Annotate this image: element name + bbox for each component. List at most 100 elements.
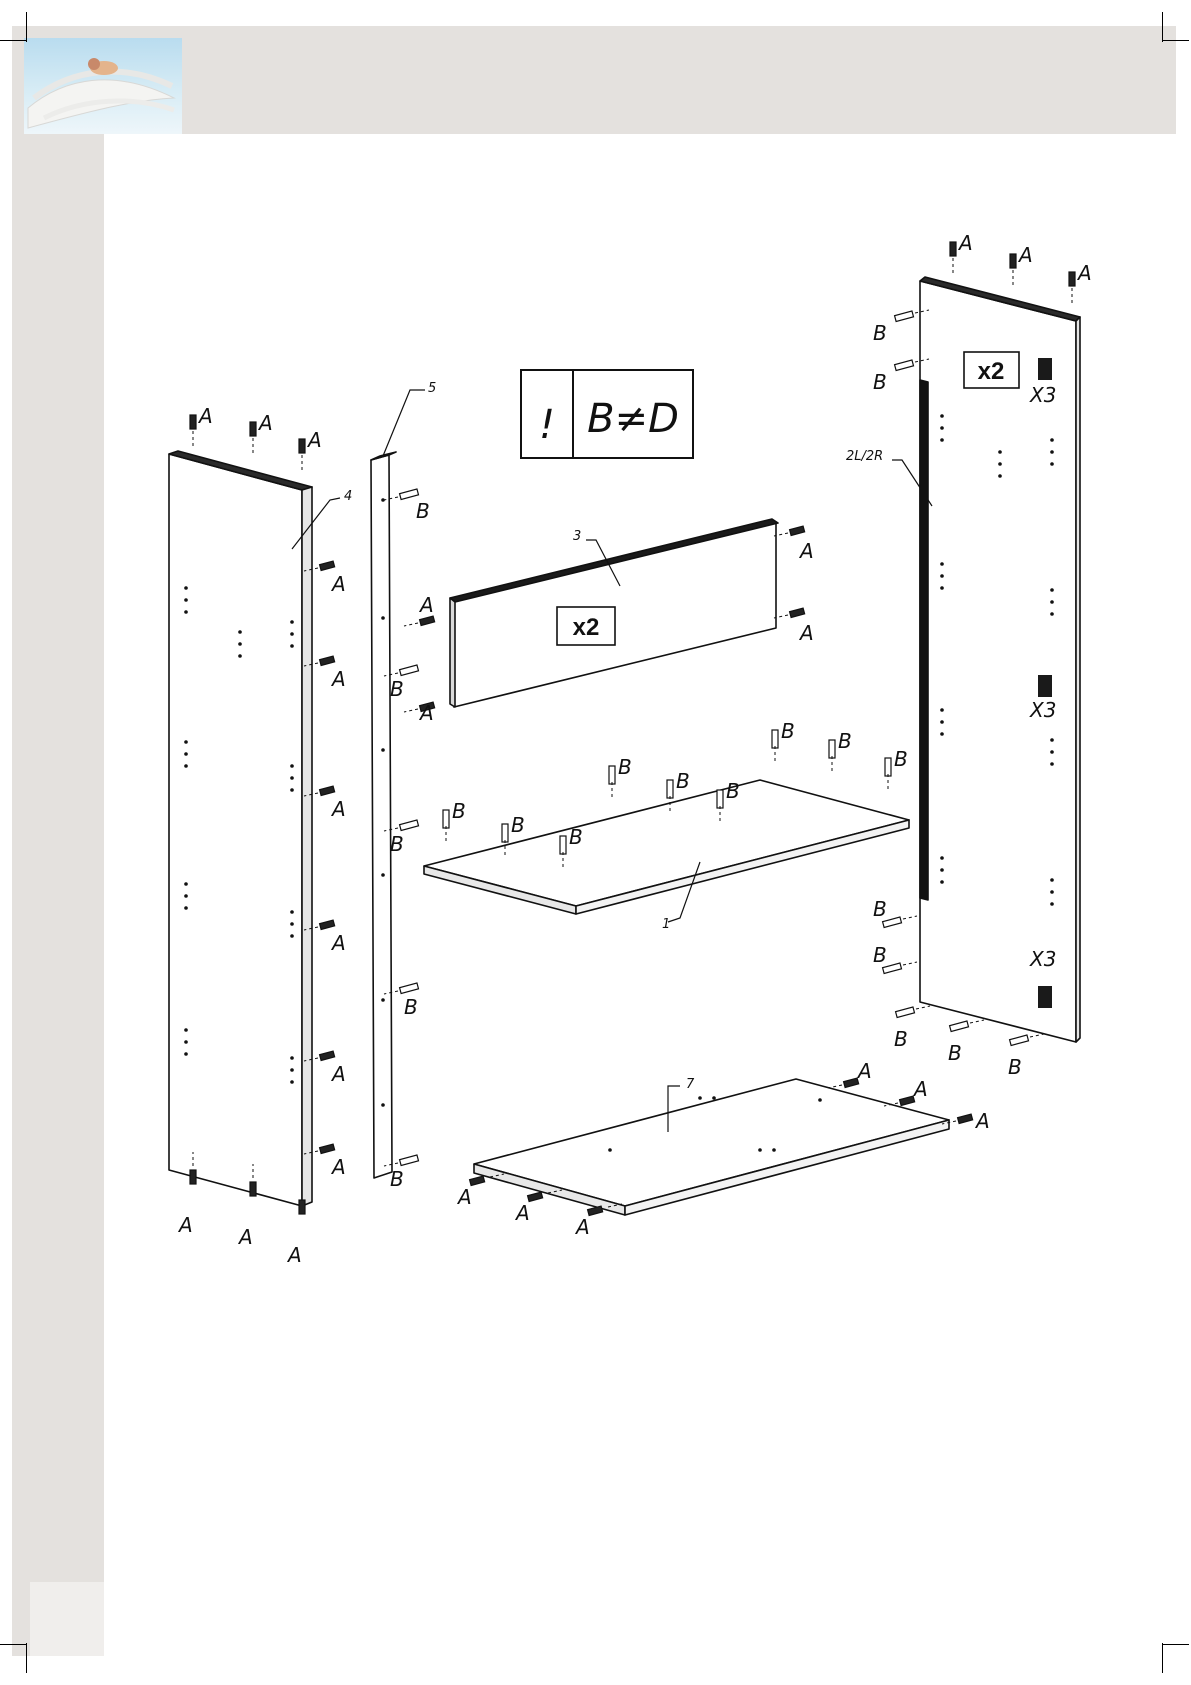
hinge-label-top: X3: [1029, 383, 1056, 407]
hole-dot: [238, 642, 242, 646]
leader-dash: [903, 916, 917, 919]
dowel-pin: [790, 608, 805, 617]
dowel-label: A: [237, 1225, 253, 1249]
dowel-pin: [528, 1192, 543, 1201]
cam-fitting: [400, 1155, 419, 1165]
cam-fitting: [400, 983, 419, 993]
cam-fitting: [560, 836, 566, 854]
dowel-pin: [958, 1114, 973, 1123]
hole-dot: [940, 720, 944, 724]
dowel-label: A: [912, 1077, 928, 1101]
dowel-pin: [190, 1170, 196, 1184]
dowel-label: A: [330, 931, 346, 955]
hole-dot: [290, 632, 294, 636]
dowel-pin: [190, 415, 196, 429]
hole-dot: [381, 748, 385, 752]
dowel-pin: [320, 1051, 335, 1060]
cam-fitting: [772, 730, 778, 748]
hole-dot: [1050, 462, 1054, 466]
dowel-pin: [320, 656, 335, 665]
hole-dot: [381, 498, 385, 502]
cam-label: B: [894, 1027, 908, 1051]
cam-label: B: [726, 779, 740, 803]
hole-dot: [1050, 902, 1054, 906]
hole-dot: [940, 438, 944, 442]
left-side-panel-thickness: [302, 487, 312, 1206]
dowel-label: A: [286, 1243, 302, 1267]
cam-label: B: [416, 499, 430, 523]
dowel-pin: [250, 1182, 256, 1196]
hole-dot: [1050, 878, 1054, 882]
hinge-plate: [1038, 358, 1052, 380]
part-label-5: 5: [428, 381, 436, 396]
leader-dash: [404, 709, 418, 712]
cam-label: B: [838, 729, 852, 753]
hole-dot: [940, 574, 944, 578]
dowel-label: A: [456, 1185, 472, 1209]
dowel-label: A: [856, 1059, 872, 1083]
cam-label: B: [676, 769, 690, 793]
part-label-3: 3: [573, 529, 581, 544]
shelf-quantity-badge: x2: [557, 607, 615, 645]
dowel-pin: [299, 1200, 305, 1214]
dowel-pin: [470, 1176, 485, 1185]
dowel-pin: [1069, 272, 1075, 286]
hole-dot: [998, 462, 1002, 466]
dowel-pin: [844, 1078, 859, 1087]
hole-dot: [290, 922, 294, 926]
cam-label: B: [390, 832, 404, 856]
hole-dot: [608, 1148, 612, 1152]
dowel-label: A: [330, 1155, 346, 1179]
side-panel-quantity-text: x2: [978, 358, 1005, 385]
hole-dot: [818, 1098, 822, 1102]
dowel-pin: [588, 1206, 603, 1215]
dowel-label: A: [418, 593, 434, 617]
cam-fitting: [400, 489, 419, 499]
hole-dot: [381, 1103, 385, 1107]
dowel-pin: [299, 439, 305, 453]
dowel-label: A: [798, 621, 814, 645]
hole-dot: [290, 776, 294, 780]
dowel-label: A: [330, 572, 346, 596]
hole-dot: [184, 1052, 188, 1056]
dowel-pin: [320, 1144, 335, 1153]
hinge-label-bottom: X3: [1029, 947, 1056, 971]
dowel-label: A: [257, 411, 273, 435]
hole-dot: [184, 764, 188, 768]
cam-fitting: [717, 790, 723, 808]
cam-label: B: [569, 825, 583, 849]
part-label-2: 2L/2R: [846, 449, 883, 464]
hole-dot: [290, 788, 294, 792]
cam-label: B: [948, 1041, 962, 1065]
hole-dot: [940, 856, 944, 860]
cam-fitting: [885, 758, 891, 776]
hole-dot: [381, 998, 385, 1002]
cam-fitting: [896, 1007, 915, 1017]
hole-dot: [940, 426, 944, 430]
hole-dot: [1050, 890, 1054, 894]
shelf-quantity-text: x2: [573, 614, 600, 641]
cam-label: B: [390, 1167, 404, 1191]
hole-dot: [184, 740, 188, 744]
leader-dash: [1030, 1034, 1044, 1037]
hole-dot: [940, 414, 944, 418]
right-side-panel-thickness: [1076, 317, 1080, 1042]
hole-dot: [940, 562, 944, 566]
dowel-pin: [250, 422, 256, 436]
hole-dot: [290, 764, 294, 768]
dowel-pin: [900, 1096, 915, 1105]
hole-dot: [1050, 738, 1054, 742]
hole-dot: [381, 873, 385, 877]
hole-dot: [1050, 612, 1054, 616]
warning-text: B≠D: [587, 396, 679, 442]
hole-dot: [184, 906, 188, 910]
hole-dot: [290, 934, 294, 938]
back-panel-side-edge: [450, 598, 455, 707]
dowel-label: A: [197, 404, 213, 428]
hole-dot: [998, 450, 1002, 454]
cam-label: B: [1008, 1055, 1022, 1079]
warning-mark: !: [539, 402, 555, 448]
cam-label: B: [390, 677, 404, 701]
cam-fitting: [400, 820, 419, 830]
